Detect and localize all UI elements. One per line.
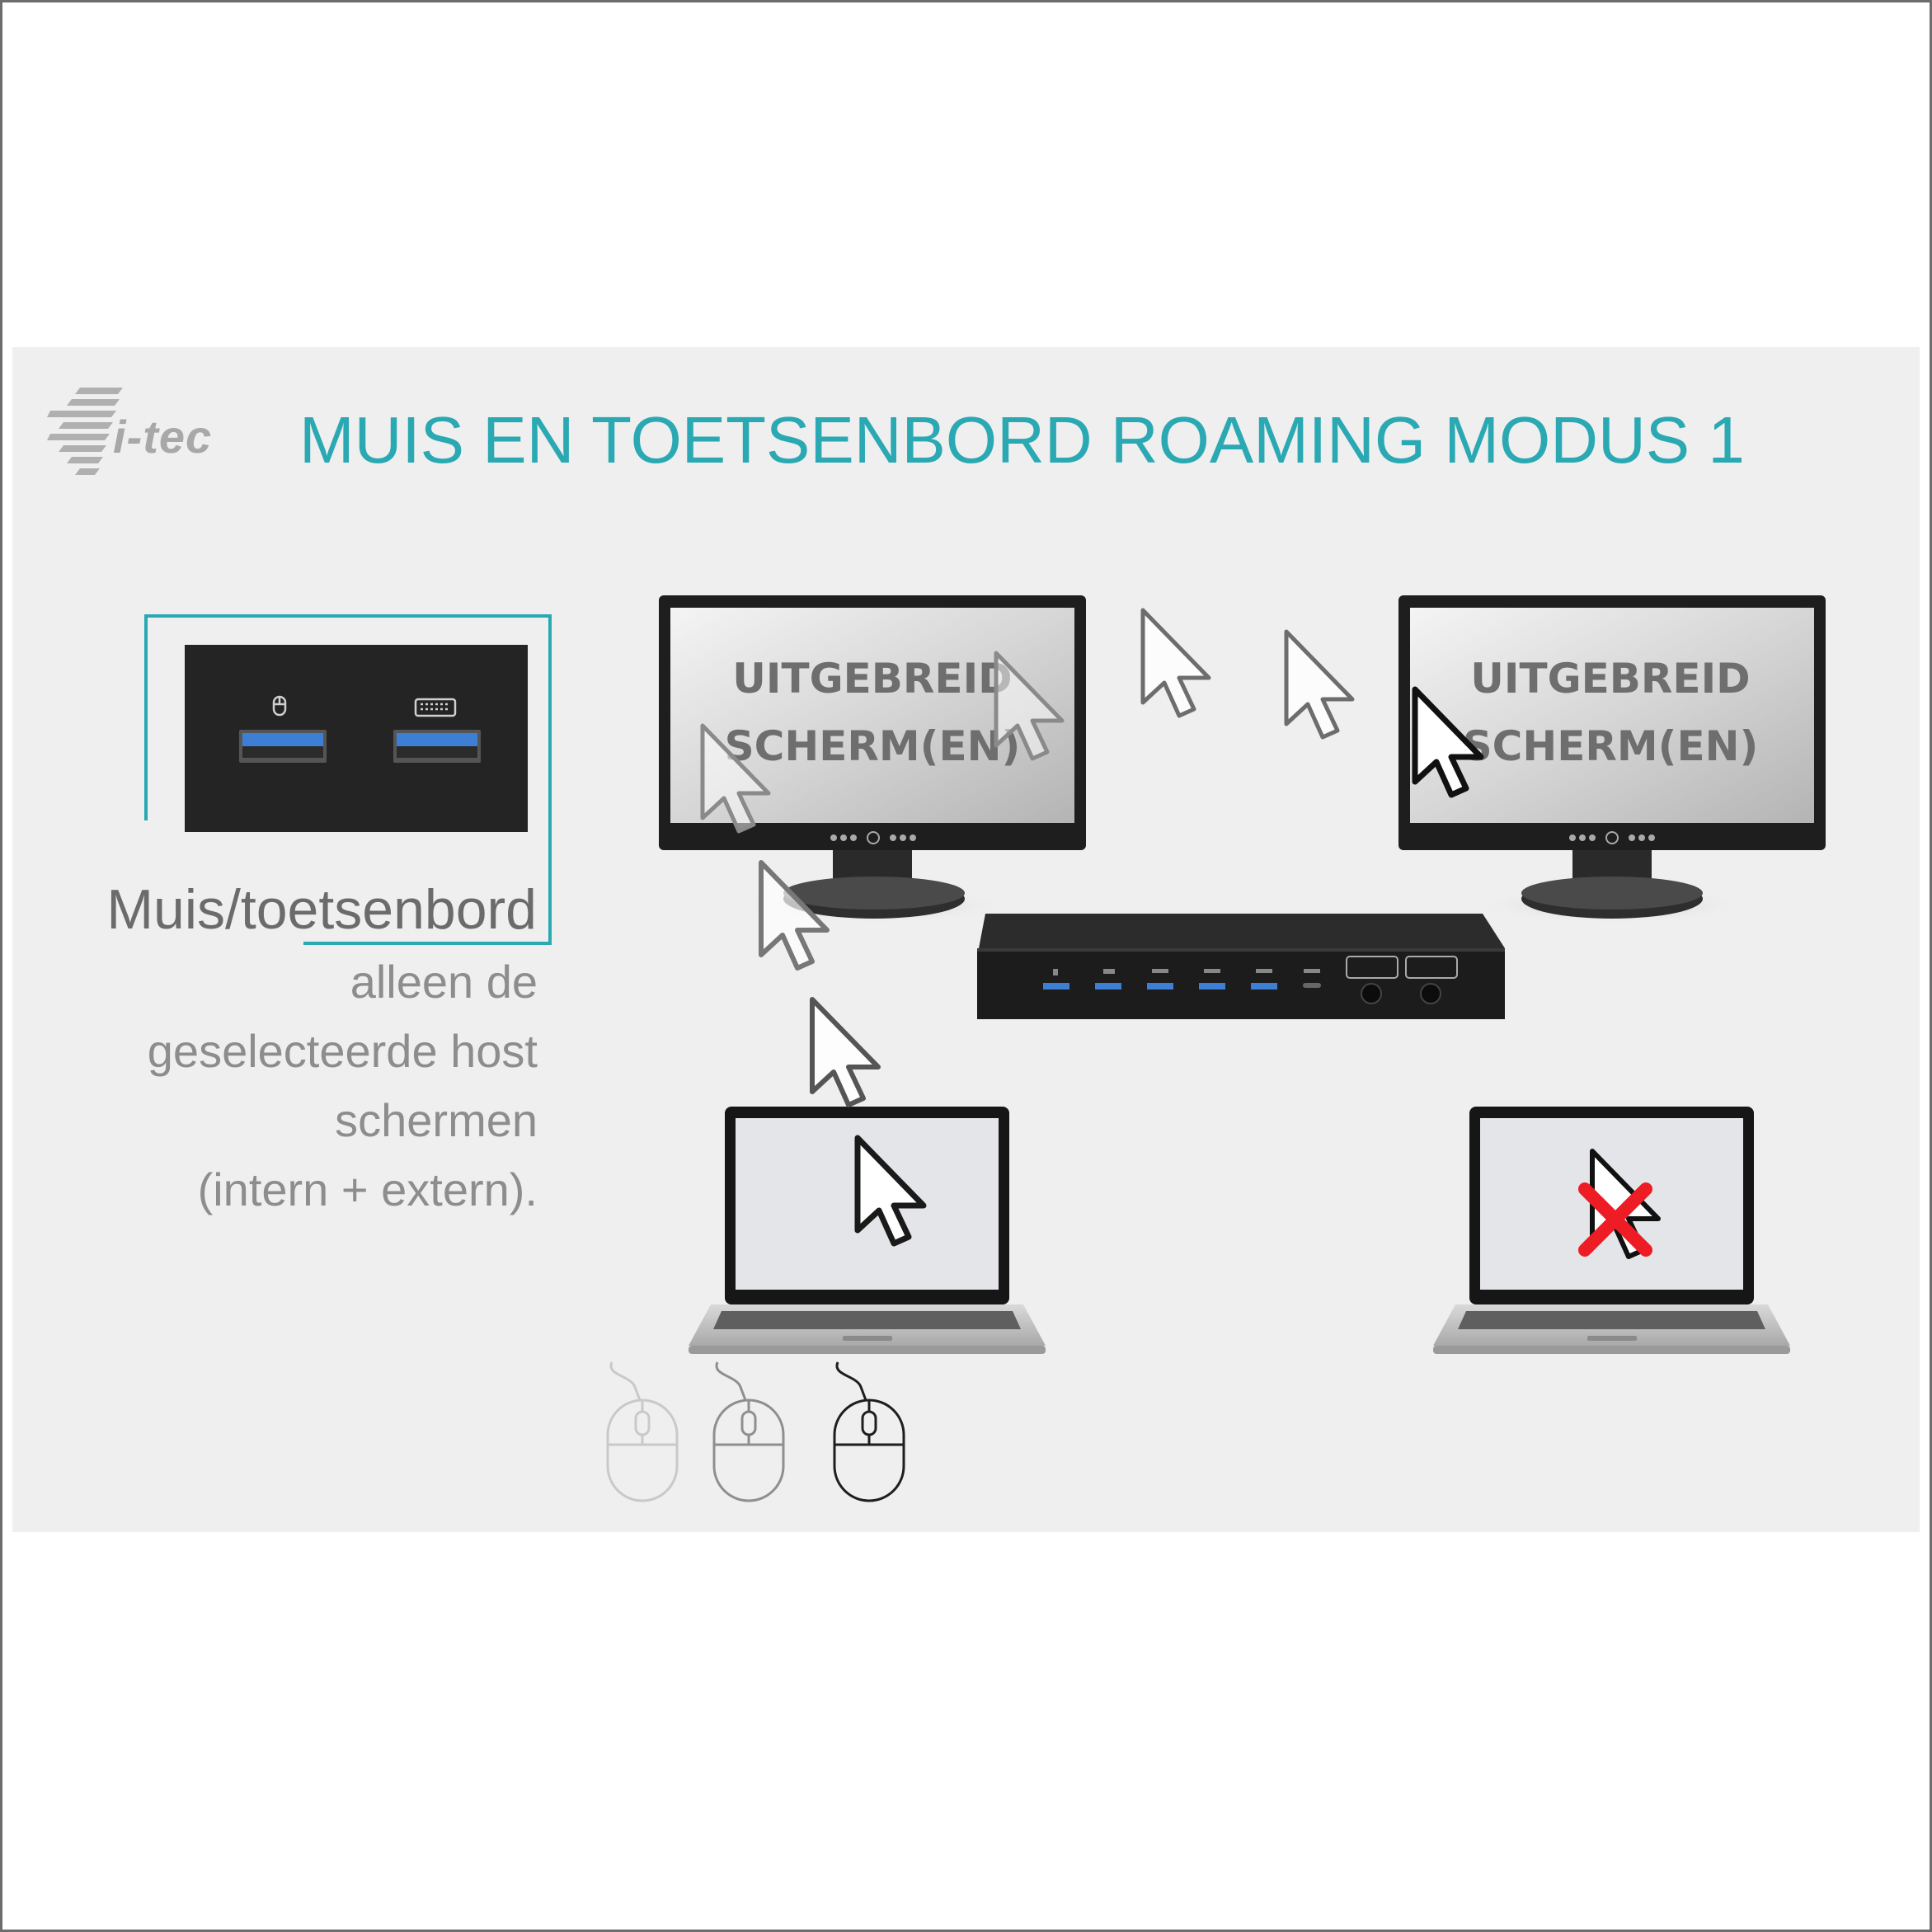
keyboard-port-icon — [414, 698, 457, 717]
mouse-icon — [606, 1361, 905, 1502]
right-monitor-label-1: UITGEBREID — [1470, 655, 1750, 703]
callout-border-left — [144, 614, 148, 820]
laptop-right — [1433, 1107, 1790, 1354]
callout-line-2: geselecteerde host — [147, 1025, 538, 1077]
callout-line-3: schermen — [335, 1094, 538, 1146]
left-monitor-label-1: UITGEBREID — [732, 655, 1012, 703]
i-tec-logo-icon — [47, 388, 123, 475]
usb-ports-panel — [185, 645, 528, 832]
callout-line-4: (intern + extern). — [197, 1163, 538, 1215]
logo-text: i-tec — [113, 411, 213, 463]
monitor-right — [1398, 595, 1826, 924]
usb-ports-drawing — [239, 695, 481, 763]
callout-border-top — [144, 614, 552, 618]
right-monitor-label-2: SCHERM(EN) — [1463, 722, 1759, 770]
callout-border-right — [548, 614, 552, 945]
kvm-switch-device — [977, 914, 1505, 1019]
blocked-x-icon — [1578, 1182, 1652, 1257]
left-monitor-label-2: SCHERM(EN) — [725, 722, 1021, 770]
callout-line-1: alleen de — [350, 956, 538, 1008]
callout-border-bottom — [303, 942, 552, 945]
callout-heading: Muis/toetsenbord — [106, 878, 537, 941]
mouse-port-icon — [272, 695, 287, 717]
page-title: MUIS EN TOETSENBORD ROAMING MODUS 1 — [299, 403, 1745, 477]
